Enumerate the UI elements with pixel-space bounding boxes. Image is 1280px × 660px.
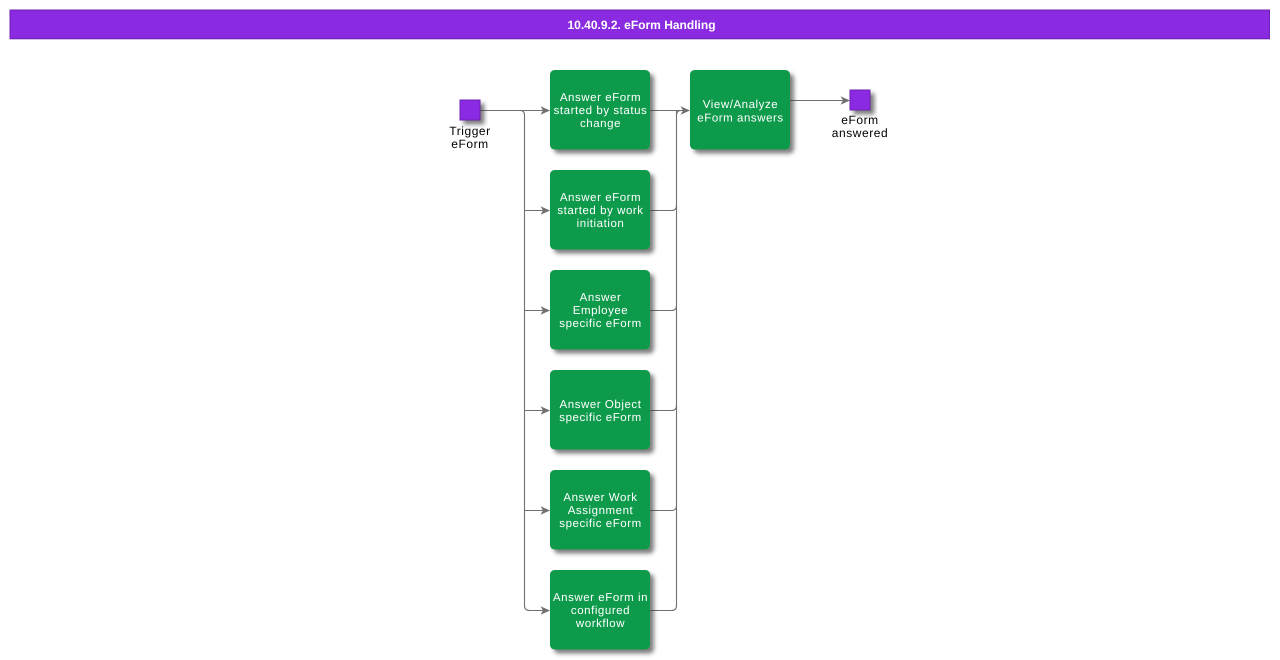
svg-text:Answer: Answer xyxy=(580,292,622,304)
svg-text:specific eForm: specific eForm xyxy=(559,412,641,424)
svg-text:Assignment: Assignment xyxy=(568,505,634,517)
svg-text:answered: answered xyxy=(832,126,888,140)
svg-text:Trigger: Trigger xyxy=(449,124,490,138)
svg-text:Answer eForm: Answer eForm xyxy=(560,92,641,104)
svg-text:Answer Work: Answer Work xyxy=(563,492,637,504)
svg-text:Answer eForm: Answer eForm xyxy=(560,192,641,204)
svg-text:eForm: eForm xyxy=(841,113,878,127)
svg-text:configured: configured xyxy=(571,605,630,617)
svg-text:eForm: eForm xyxy=(451,137,488,151)
svg-text:workflow: workflow xyxy=(575,618,625,630)
svg-text:started by status: started by status xyxy=(554,105,648,117)
svg-text:specific eForm: specific eForm xyxy=(559,318,641,330)
svg-text:started by work: started by work xyxy=(557,205,643,217)
svg-text:View/Analyze: View/Analyze xyxy=(703,99,778,111)
svg-text:Answer eForm in: Answer eForm in xyxy=(553,592,648,604)
svg-text:Employee: Employee xyxy=(573,305,629,317)
svg-text:Answer Object: Answer Object xyxy=(560,399,642,411)
svg-text:specific eForm: specific eForm xyxy=(559,518,641,530)
svg-text:initiation: initiation xyxy=(577,218,625,230)
svg-text:10.40.9.2. eForm Handling: 10.40.9.2. eForm Handling xyxy=(567,18,715,32)
svg-text:change: change xyxy=(580,118,621,130)
svg-text:eForm answers: eForm answers xyxy=(697,113,783,125)
